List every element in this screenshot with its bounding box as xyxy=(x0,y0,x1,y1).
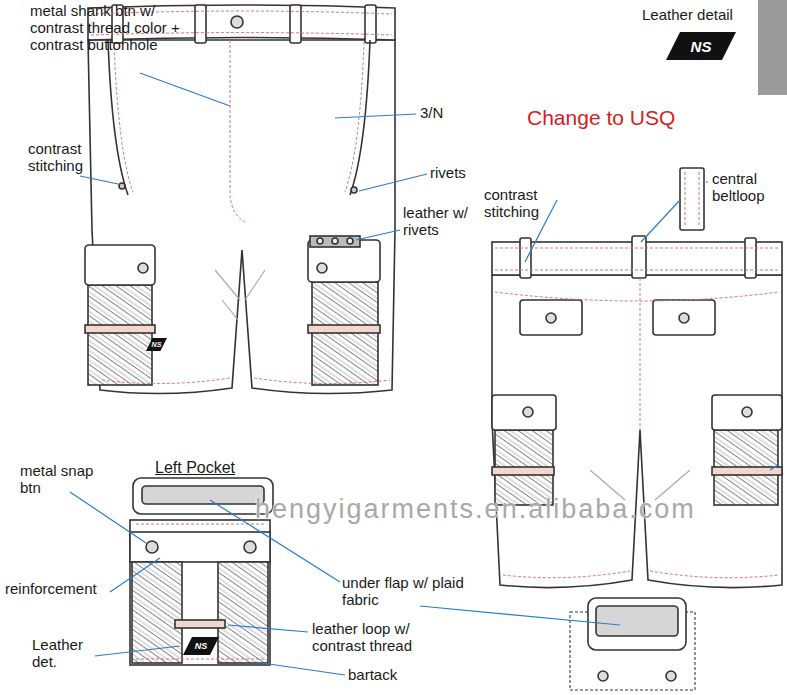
callout-label: reinforcement xyxy=(5,580,97,597)
callout-label: Left Pocket xyxy=(155,458,235,477)
callout-label: 3/N xyxy=(420,104,443,121)
callout-label: Change to USQ xyxy=(527,106,675,130)
callout-label: metal snap btn xyxy=(20,462,110,496)
watermark: hengyigarments.en.alibaba.com xyxy=(255,494,696,524)
callout-label: Leather detail xyxy=(642,6,733,23)
leather-tag: NS xyxy=(666,32,736,60)
callout-label: leather w/ rivets xyxy=(403,204,478,238)
callout-label: rivets xyxy=(430,164,466,181)
callout-label: bartack xyxy=(348,666,397,683)
leather-tag: NS xyxy=(146,338,167,351)
tag-text: NS xyxy=(195,642,208,651)
callout-label: central beltloop xyxy=(712,170,784,204)
callout-label: leather loop w/ contrast thread xyxy=(312,620,467,654)
callout-label: contrast stitching xyxy=(28,140,108,174)
tag-text: NS xyxy=(691,39,712,54)
callout-label: under flap w/ plaid fabric xyxy=(342,574,487,608)
leather-tag: NS xyxy=(183,637,219,655)
callout-label: metal shank btn w/ contrast thread color… xyxy=(30,2,200,53)
callout-label: Leather det. xyxy=(32,636,102,670)
callout-label: contrast stitching xyxy=(484,186,559,220)
tag-text: NS xyxy=(152,341,162,348)
